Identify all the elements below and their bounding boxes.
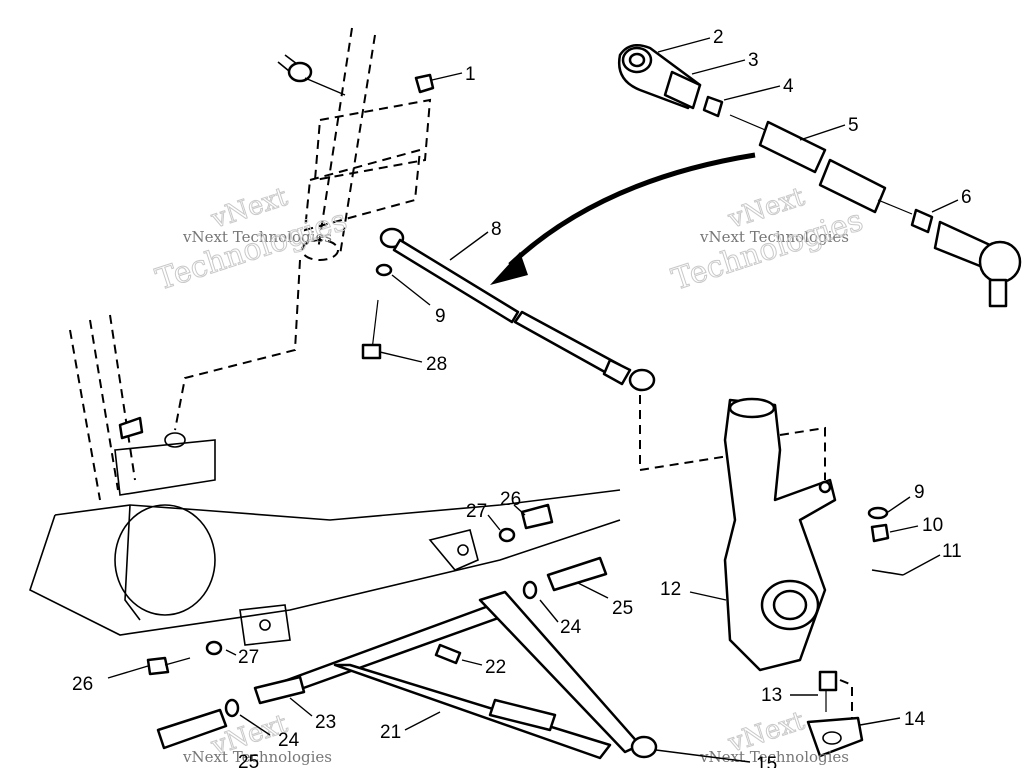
- callout-2: 2: [713, 27, 724, 48]
- callout-26: 26: [500, 489, 521, 510]
- callout-3: 3: [748, 50, 759, 71]
- watermark-company: vNext Technologies: [699, 228, 849, 246]
- callout-9: 9: [914, 482, 925, 503]
- callout-labels: 1 2 3 4 5 6 8 9 28 9 10 11 12 27 26 27 2…: [72, 27, 972, 768]
- callout-1: 1: [465, 64, 476, 85]
- leader-lines: [107, 37, 959, 763]
- spindle: [723, 397, 904, 758]
- hardware-left: [361, 73, 435, 360]
- callout-15: 15: [756, 754, 777, 768]
- callout-13: 13: [761, 685, 782, 706]
- callout-27: 27: [466, 501, 487, 522]
- steering-column: [174, 27, 432, 431]
- callout-14: 14: [904, 709, 926, 730]
- callout-11: 11: [942, 541, 962, 562]
- callout-27: 27: [238, 647, 259, 668]
- direction-arrow: [490, 152, 756, 285]
- callout-9: 9: [435, 306, 446, 327]
- tie-rod: [379, 227, 736, 472]
- callout-6: 6: [961, 187, 972, 208]
- callout-25: 25: [612, 598, 633, 619]
- callout-8: 8: [491, 219, 502, 240]
- callout-24: 24: [560, 617, 582, 638]
- watermark-company: vNext Technologies: [182, 228, 332, 246]
- callout-10: 10: [922, 515, 943, 536]
- callout-26: 26: [72, 674, 93, 695]
- callout-22: 22: [485, 657, 506, 678]
- callout-12: 12: [660, 579, 681, 600]
- watermark-company: vNext Technologies: [699, 748, 849, 766]
- callout-5: 5: [848, 115, 859, 136]
- callout-23: 23: [315, 712, 336, 733]
- a-arm: [146, 503, 658, 760]
- tie-rod-assembly: [617, 43, 1022, 308]
- frame: [29, 314, 621, 646]
- callout-25: 25: [238, 752, 259, 768]
- callout-28: 28: [426, 354, 447, 375]
- callout-24: 24: [278, 730, 300, 751]
- callout-4: 4: [783, 76, 794, 97]
- watermark-company: vNext Technologies: [182, 748, 332, 766]
- callout-21: 21: [380, 722, 401, 743]
